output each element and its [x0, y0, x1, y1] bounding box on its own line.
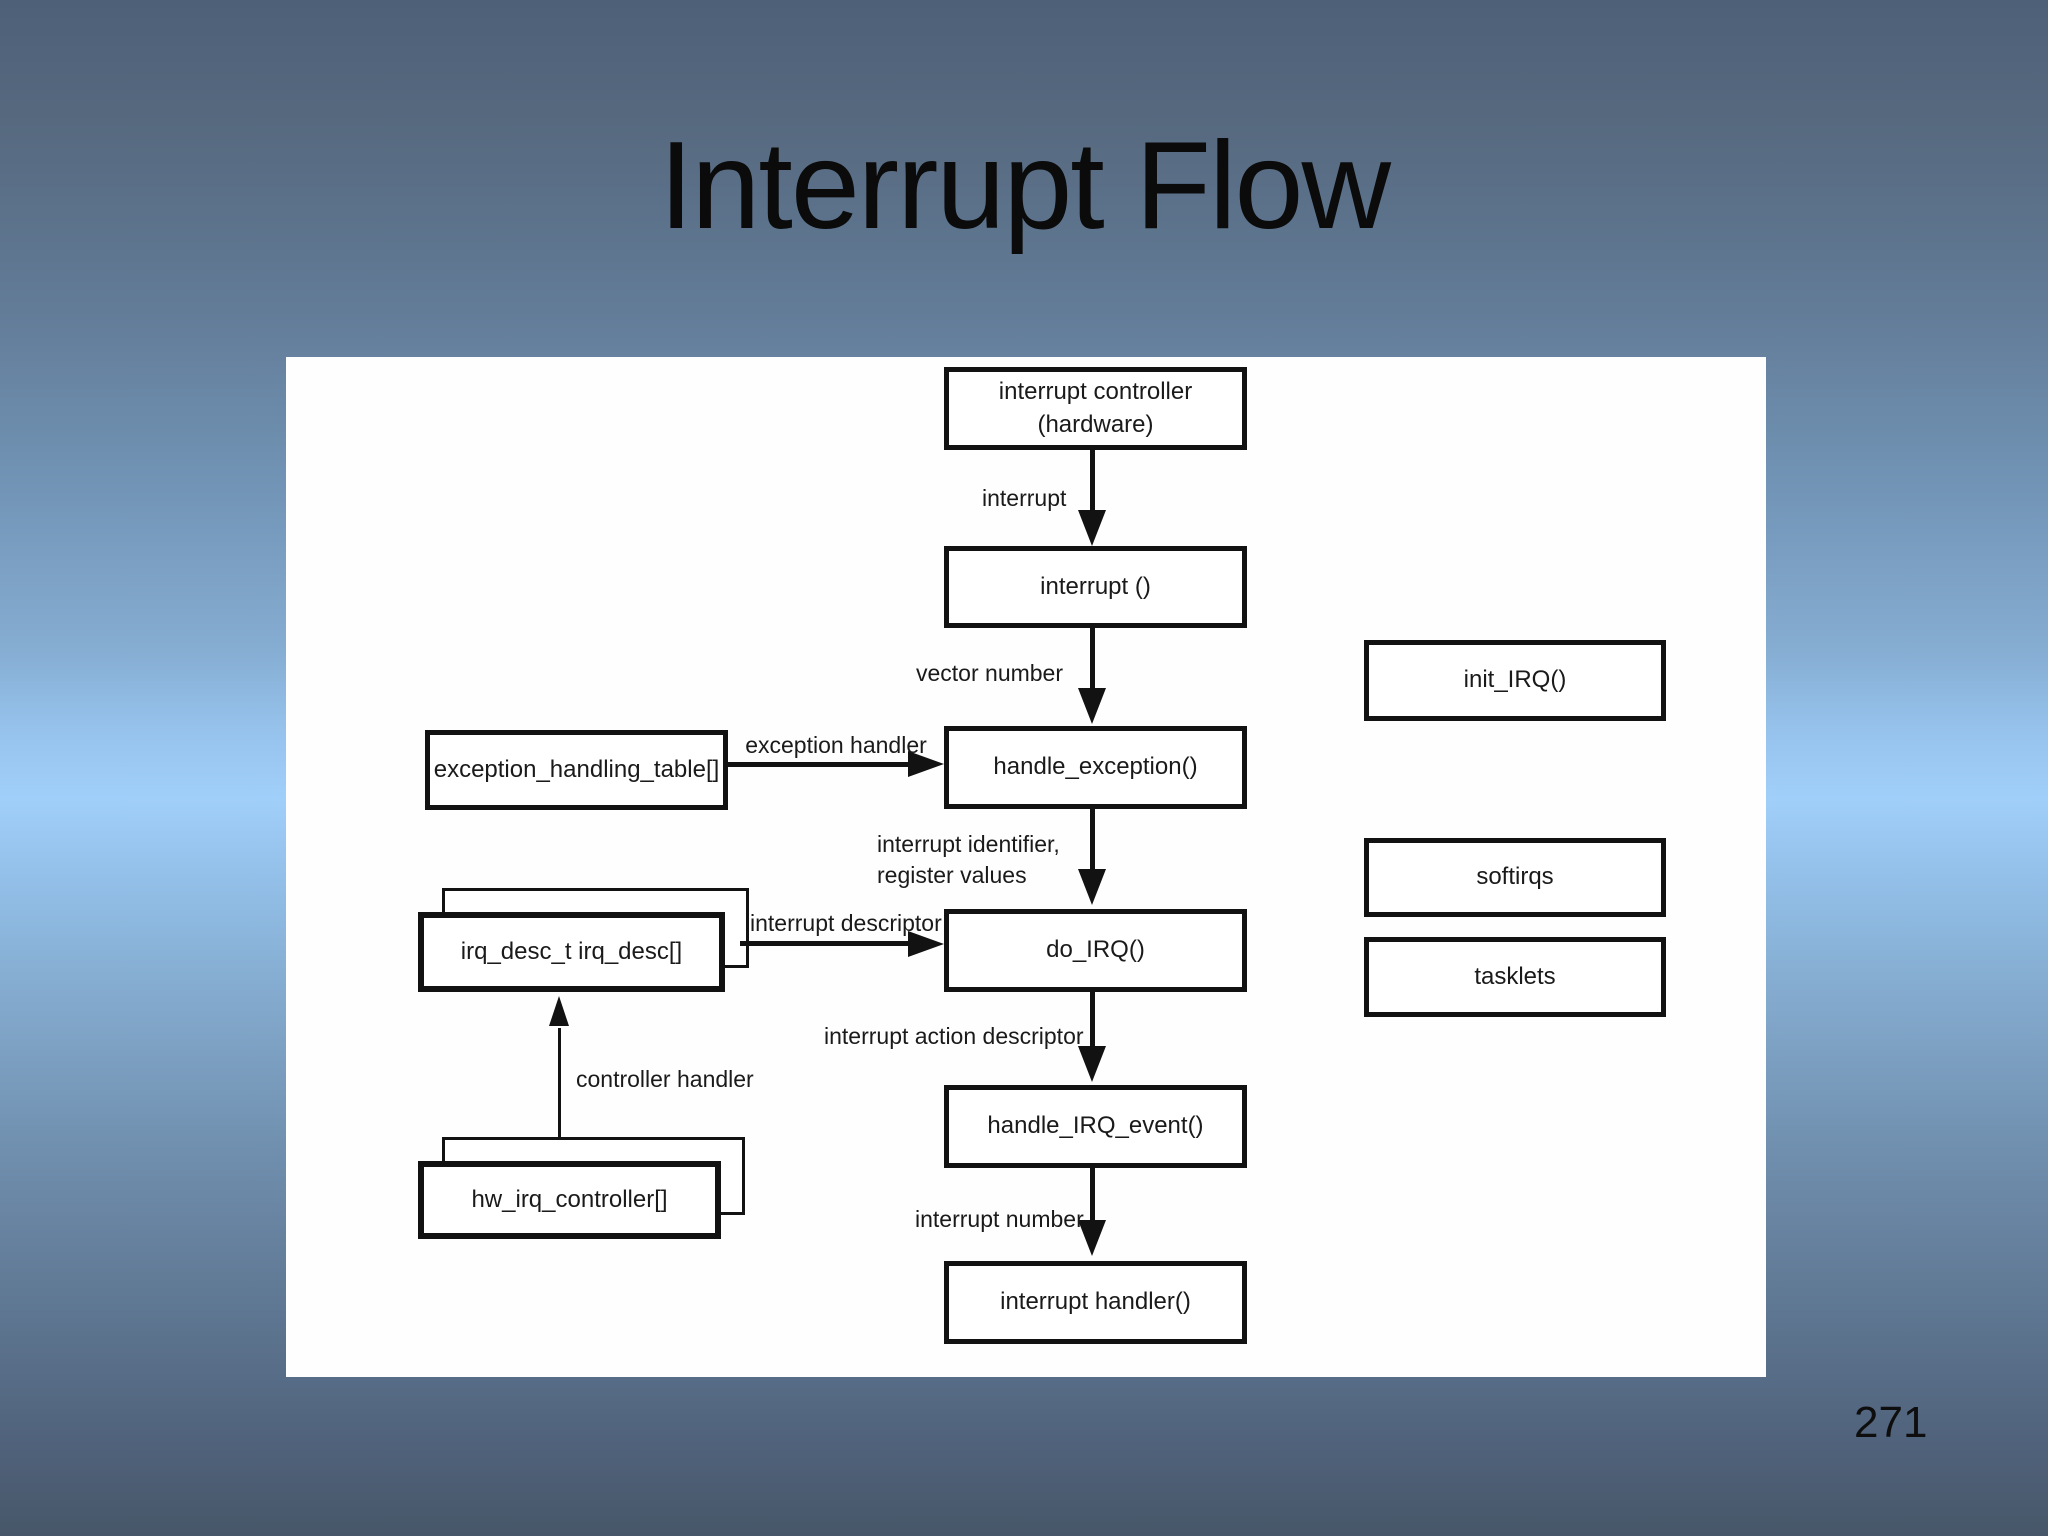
arrow-vector-number-shaft: [1090, 628, 1095, 690]
arrow-interrupt-shaft: [1090, 450, 1095, 512]
edge-label-interrupt-number: interrupt number: [915, 1206, 1084, 1232]
slide-title: Interrupt Flow: [658, 117, 1391, 255]
node-hw-irq-controller: hw_irq_controller[]: [418, 1161, 721, 1239]
arrow-vector-number-head: [1078, 688, 1106, 724]
edge-label-controller-handler: controller handler: [576, 1066, 754, 1092]
page-number: 271: [1854, 1398, 1928, 1447]
arrow-controller-handler-shaft: [558, 1028, 561, 1137]
node-label: hw_irq_controller[]: [471, 1185, 668, 1213]
node-init-irq: init_IRQ(): [1364, 640, 1666, 721]
arrow-interrupt-number-shaft: [1090, 1168, 1095, 1222]
edge-label-exception-handler: exception handler: [745, 732, 927, 758]
node-softirqs: softirqs: [1364, 838, 1666, 917]
edge-label-interrupt-descriptor: interrupt descriptor: [750, 910, 942, 936]
node-label: handle_exception(): [993, 753, 1198, 781]
node-label: tasklets: [1474, 962, 1556, 990]
arrow-interrupt-head: [1078, 510, 1106, 546]
node-label: interrupt controller: [998, 378, 1193, 406]
edge-label-line: interrupt identifier,: [877, 831, 1060, 857]
node-label: interrupt handler(): [1000, 1288, 1191, 1316]
arrow-interrupt-identifier-head: [1078, 869, 1106, 905]
node-do-irq: do_IRQ(): [944, 909, 1247, 992]
node-label: handle_IRQ_event(): [987, 1112, 1204, 1140]
node-interrupt-controller: interrupt controller (hardware): [944, 367, 1247, 450]
arrow-exception-handler-shaft: [728, 762, 910, 767]
arrow-interrupt-descriptor-shaft: [740, 941, 910, 946]
node-label: do_IRQ(): [1046, 936, 1145, 964]
edge-label-interrupt-identifier: interrupt identifier, register values: [877, 829, 1060, 891]
node-irq-desc: irq_desc_t irq_desc[]: [418, 912, 725, 992]
node-tasklets: tasklets: [1364, 937, 1666, 1017]
edge-label-line: register values: [877, 862, 1027, 888]
arrow-action-descriptor-shaft: [1090, 992, 1095, 1048]
arrow-interrupt-descriptor-head: [908, 931, 944, 957]
node-label: interrupt (): [1040, 572, 1151, 600]
diagram-panel: interrupt controller (hardware) interrup…: [286, 357, 1766, 1377]
node-label: exception_handling_table[]: [433, 755, 720, 783]
node-interrupt-fn: interrupt (): [944, 546, 1247, 628]
arrow-exception-handler-head: [908, 751, 944, 777]
node-label: (hardware): [1037, 410, 1154, 438]
edge-label-vector-number: vector number: [916, 660, 1064, 686]
arrow-interrupt-identifier-shaft: [1090, 809, 1095, 871]
node-interrupt-handler: interrupt handler(): [944, 1261, 1247, 1344]
node-handle-exception: handle_exception(): [944, 726, 1247, 809]
node-exception-handling-table: exception_handling_table[]: [425, 730, 728, 810]
arrow-action-descriptor-head: [1078, 1046, 1106, 1082]
edge-label-interrupt: interrupt: [982, 485, 1067, 511]
node-handle-irq-event: handle_IRQ_event(): [944, 1085, 1247, 1168]
node-label: softirqs: [1476, 863, 1554, 891]
arrow-interrupt-number-head: [1078, 1220, 1106, 1256]
node-label: init_IRQ(): [1463, 666, 1567, 694]
arrow-controller-handler-head: [549, 996, 569, 1026]
edge-label-interrupt-action-descriptor: interrupt action descriptor: [824, 1023, 1084, 1049]
node-label: irq_desc_t irq_desc[]: [460, 937, 683, 965]
